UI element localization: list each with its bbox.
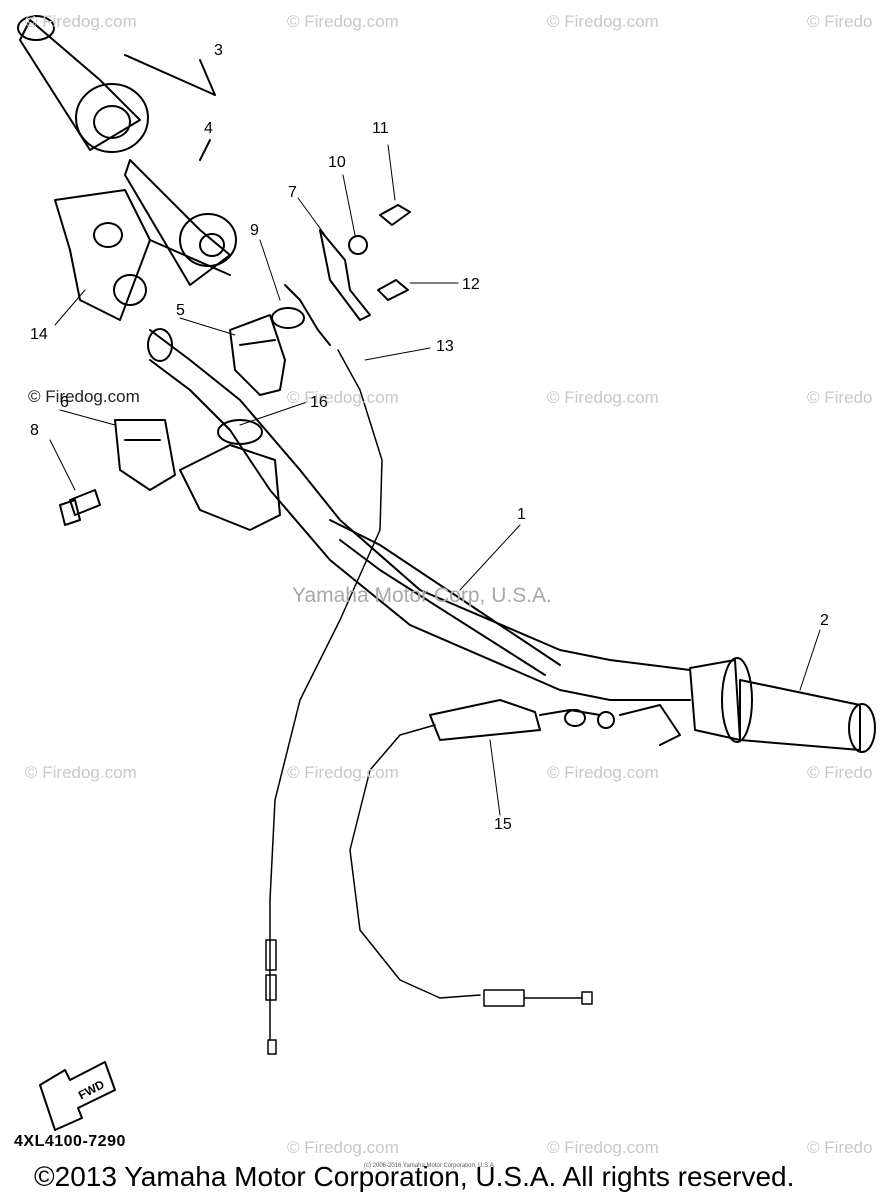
- center-watermark: Yamaha Motor Corp, U.S.A.: [292, 584, 552, 607]
- clamp: [179, 419, 281, 531]
- grip-2: [689, 657, 876, 753]
- plate-7: [319, 229, 371, 321]
- watermark: © Firedog.com: [547, 763, 659, 782]
- watermark-inline: © Firedog.com: [28, 387, 140, 406]
- part-number: 4XL4100-7290: [14, 1133, 126, 1150]
- watermark: © Firedog.com: [287, 388, 399, 407]
- holder-upper: [229, 314, 286, 396]
- callout-14: 14: [30, 326, 48, 343]
- callout-6: 6: [60, 394, 69, 411]
- callout-16: 16: [310, 394, 328, 411]
- small-copyright: (c) 2006-2016 Yamaha Motor Corporation, …: [364, 1163, 496, 1169]
- adjuster-9: [271, 284, 331, 346]
- throttle-grip: [17, 15, 149, 153]
- clutch-cable: [349, 724, 593, 1007]
- holder-lower: [114, 419, 176, 491]
- watermark: © Firedog.com: [287, 1138, 399, 1157]
- watermark: © Firedo: [807, 763, 873, 782]
- callout-8: 8: [30, 422, 39, 439]
- callout-3: 3: [214, 42, 223, 59]
- callout-15: 15: [494, 816, 512, 833]
- callout-10: 10: [328, 154, 346, 171]
- collar-10: [348, 235, 368, 255]
- callout-13: 13: [436, 338, 454, 355]
- watermark: © Firedog.com: [287, 763, 399, 782]
- watermark: © Firedog.com: [547, 1138, 659, 1157]
- handlebar: [147, 328, 691, 701]
- fwd-arrow-icon: [39, 1061, 116, 1131]
- watermark: © Firedog.com: [287, 12, 399, 31]
- callout-11: 11: [372, 120, 389, 137]
- callout-9: 9: [250, 222, 259, 239]
- throttle-housing: [54, 189, 231, 321]
- bolt-8: [59, 489, 101, 526]
- watermark: © Firedo: [807, 12, 873, 31]
- lever-holder: [429, 699, 681, 746]
- leader-lines: [49, 144, 821, 816]
- screw-12: [377, 279, 409, 301]
- throttle-cable: [265, 349, 383, 1055]
- watermark: © Firedog.com: [25, 763, 137, 782]
- watermark: © Firedog.com: [25, 12, 137, 31]
- watermark: © Firedo: [807, 1138, 873, 1157]
- callout-12: 12: [462, 276, 480, 293]
- callout-5: 5: [176, 302, 185, 319]
- watermark: © Firedog.com: [547, 12, 659, 31]
- callout-4: 4: [204, 120, 213, 137]
- callout-7: 7: [288, 184, 297, 201]
- screw-11: [379, 204, 411, 226]
- watermark: © Firedo: [807, 388, 873, 407]
- callout-2: 2: [820, 612, 829, 629]
- footer-copyright: ©2013 Yamaha Motor Corporation, U.S.A. A…: [34, 1161, 795, 1192]
- callout-1: 1: [517, 506, 526, 523]
- watermark: © Firedog.com: [547, 388, 659, 407]
